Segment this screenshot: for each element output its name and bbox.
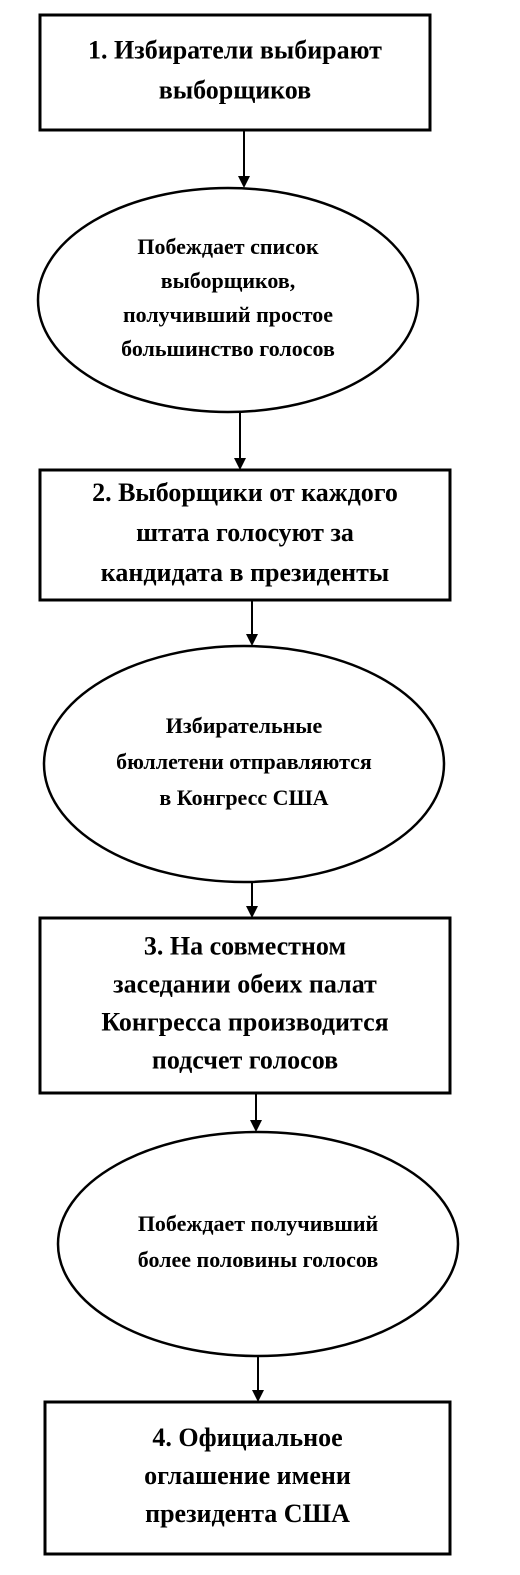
node-label-line: получивший простое <box>123 302 333 327</box>
arrowhead <box>252 1390 264 1402</box>
node-label-line: 2. Выборщики от каждого <box>92 478 398 507</box>
arrowhead <box>234 458 246 470</box>
node-step-3: 3. На совместном заседании обеих палатКон… <box>38 916 452 1095</box>
node-step-1: 1. Избиратели выбирают выборщиков <box>38 13 432 132</box>
node-label-line: 1. Избиратели выбирают <box>88 35 382 64</box>
node-label-line: Побеждает получивший <box>138 1211 379 1236</box>
node-label-line: 4. Официальное <box>152 1423 342 1452</box>
node-label-line: Побеждает список <box>137 234 319 259</box>
arrowhead <box>246 634 258 646</box>
process-box <box>38 468 452 602</box>
node-label-line: Избирательные <box>166 713 323 738</box>
node-label-line: президента США <box>145 1499 350 1528</box>
connector-layer <box>234 130 264 1402</box>
node-layer: 1. Избиратели выбирают выборщиковПобеждае… <box>36 13 460 1556</box>
node-label-line: большинство голосов <box>121 336 335 361</box>
outcome-ellipse <box>42 644 446 884</box>
node-label-line: подсчет голосов <box>152 1045 338 1074</box>
node-outcome-3: Побеждает получивший более половины голос… <box>56 1130 460 1358</box>
node-label-line: в Конгресс США <box>159 785 328 810</box>
arrowhead <box>250 1120 262 1132</box>
node-step-2: 2. Выборщики от каждого штата голосуют за… <box>38 468 452 602</box>
arrowhead <box>238 176 250 188</box>
node-label-line: 3. На совместном <box>144 931 346 960</box>
outcome-ellipse <box>56 1130 460 1358</box>
node-step-4: 4. Официальное оглашение имени президента … <box>43 1400 452 1556</box>
process-box <box>38 13 432 132</box>
node-label-line: выборщиков, <box>161 268 295 293</box>
process-box <box>38 916 452 1095</box>
node-outcome-2: Избирательные бюллетени отправляются в Кон… <box>42 644 446 884</box>
node-label-line: выборщиков <box>159 75 311 104</box>
node-label-line: заседании обеих палат <box>113 969 377 998</box>
outcome-ellipse <box>36 186 420 414</box>
process-box <box>43 1400 452 1556</box>
arrowhead <box>246 906 258 918</box>
node-outcome-1: Побеждает список выборщиков, получивший пр… <box>36 186 420 414</box>
node-label-line: бюллетени отправляются <box>116 749 372 774</box>
node-label-line: Конгресса производится <box>101 1007 388 1036</box>
node-label-line: более половины голосов <box>138 1247 379 1272</box>
node-label-line: оглашение имени <box>144 1461 351 1490</box>
node-label-line: штата голосуют за <box>136 518 354 547</box>
node-label-line: кандидата в президенты <box>101 558 389 587</box>
